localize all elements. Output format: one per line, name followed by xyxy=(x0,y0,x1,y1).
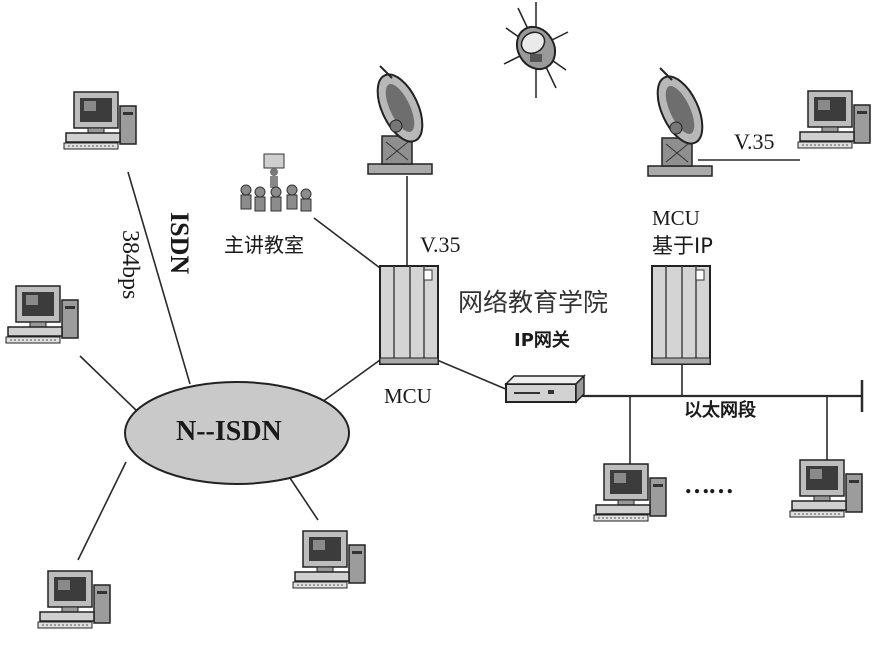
mcu-label: MCU xyxy=(384,384,432,408)
lecture-room-label: 主讲教室 xyxy=(224,233,304,257)
n-isdn-label: N--ISDN xyxy=(176,416,282,447)
v35-right-label: V.35 xyxy=(734,129,775,154)
isdn-label: ISDN xyxy=(165,212,194,275)
mcu-ip-label-line2: 基于IP xyxy=(652,234,713,258)
mcu-ip-label-line1: MCU xyxy=(652,206,700,230)
ethernet-label: 以太网段 xyxy=(684,400,756,421)
n-isdn-cloud xyxy=(124,381,350,485)
computer-icon xyxy=(5,285,79,344)
ellipsis-label: …… xyxy=(684,470,734,499)
connection-lines xyxy=(77,159,864,561)
computer-icon xyxy=(789,459,863,518)
mcu-rack-icon xyxy=(379,265,439,365)
computer-icon xyxy=(37,570,111,629)
computer-icon xyxy=(797,90,871,149)
audience-icon xyxy=(240,153,312,212)
mcu-ip-rack-icon xyxy=(651,265,711,365)
satellite-dish-icon xyxy=(367,65,433,175)
satellite-icon xyxy=(503,2,569,98)
gateway-icon xyxy=(504,374,586,404)
ip-gateway-label: IP网关 xyxy=(514,330,570,351)
school-label: 网络教育学院 xyxy=(458,288,609,317)
computer-icon xyxy=(63,91,137,150)
computer-icon xyxy=(593,463,667,522)
computer-icon xyxy=(292,530,366,589)
v35-left-label: V.35 xyxy=(420,232,461,257)
speed-label: 384bps xyxy=(117,230,143,300)
